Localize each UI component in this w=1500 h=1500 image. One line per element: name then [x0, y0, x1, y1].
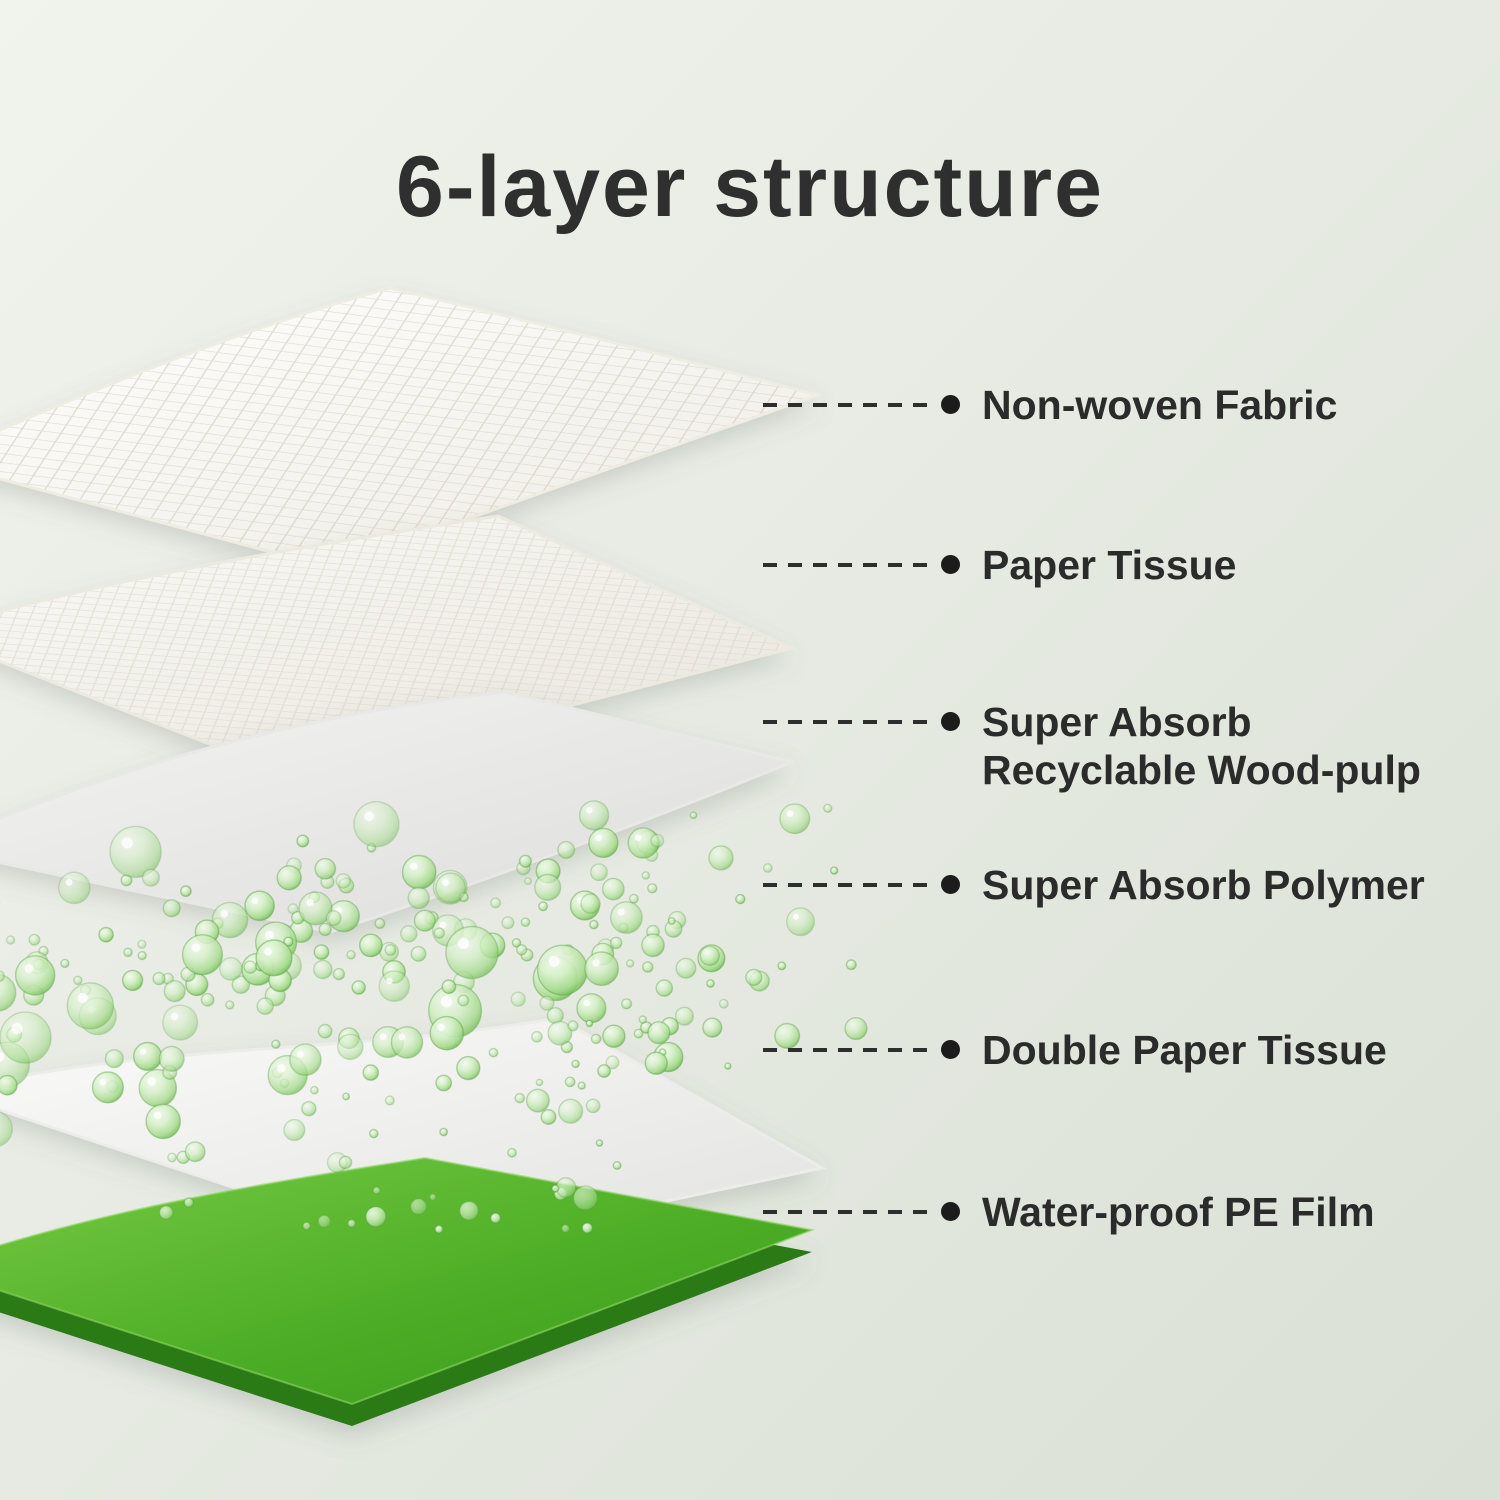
- leader-line: [763, 1210, 927, 1214]
- layer-label-wood-pulp: Super Absorb Recyclable Wood-pulp: [982, 699, 1421, 794]
- callout-double-paper-tissue: Double Paper Tissue: [763, 1026, 1387, 1074]
- layer-pe-film: [0, 1157, 813, 1426]
- callout-non-woven-fabric: Non-woven Fabric: [763, 381, 1337, 429]
- callout-polymer: Super Absorb Polymer: [763, 861, 1425, 909]
- layer-label-pe-film: Water-proof PE Film: [982, 1189, 1375, 1235]
- bullet-dot: [941, 1040, 960, 1059]
- layer-label-double-paper-tissue: Double Paper Tissue: [982, 1027, 1387, 1073]
- leader-line: [763, 720, 927, 724]
- layer-label-non-woven-fabric: Non-woven Fabric: [982, 382, 1338, 428]
- callout-wood-pulp: Super Absorb Recyclable Wood-pulp: [763, 698, 1421, 795]
- bullet-dot: [941, 1202, 960, 1221]
- layer-non-woven-fabric: [0, 286, 820, 570]
- callout-pe-film: Water-proof PE Film: [763, 1188, 1375, 1236]
- bullet-dot: [941, 395, 960, 414]
- page-title: 6-layer structure: [396, 138, 1104, 235]
- layer-polymer-beads: [0, 800, 868, 1234]
- leader-line: [763, 403, 927, 407]
- layer-label-polymer: Super Absorb Polymer: [982, 862, 1425, 908]
- bullet-dot: [941, 875, 960, 894]
- bullet-dot: [941, 712, 960, 731]
- callout-paper-tissue: Paper Tissue: [763, 541, 1237, 589]
- leader-line: [763, 883, 927, 887]
- leader-line: [763, 563, 927, 567]
- bullet-dot: [941, 555, 960, 574]
- leader-line: [763, 1048, 927, 1052]
- layer-label-paper-tissue: Paper Tissue: [982, 542, 1237, 588]
